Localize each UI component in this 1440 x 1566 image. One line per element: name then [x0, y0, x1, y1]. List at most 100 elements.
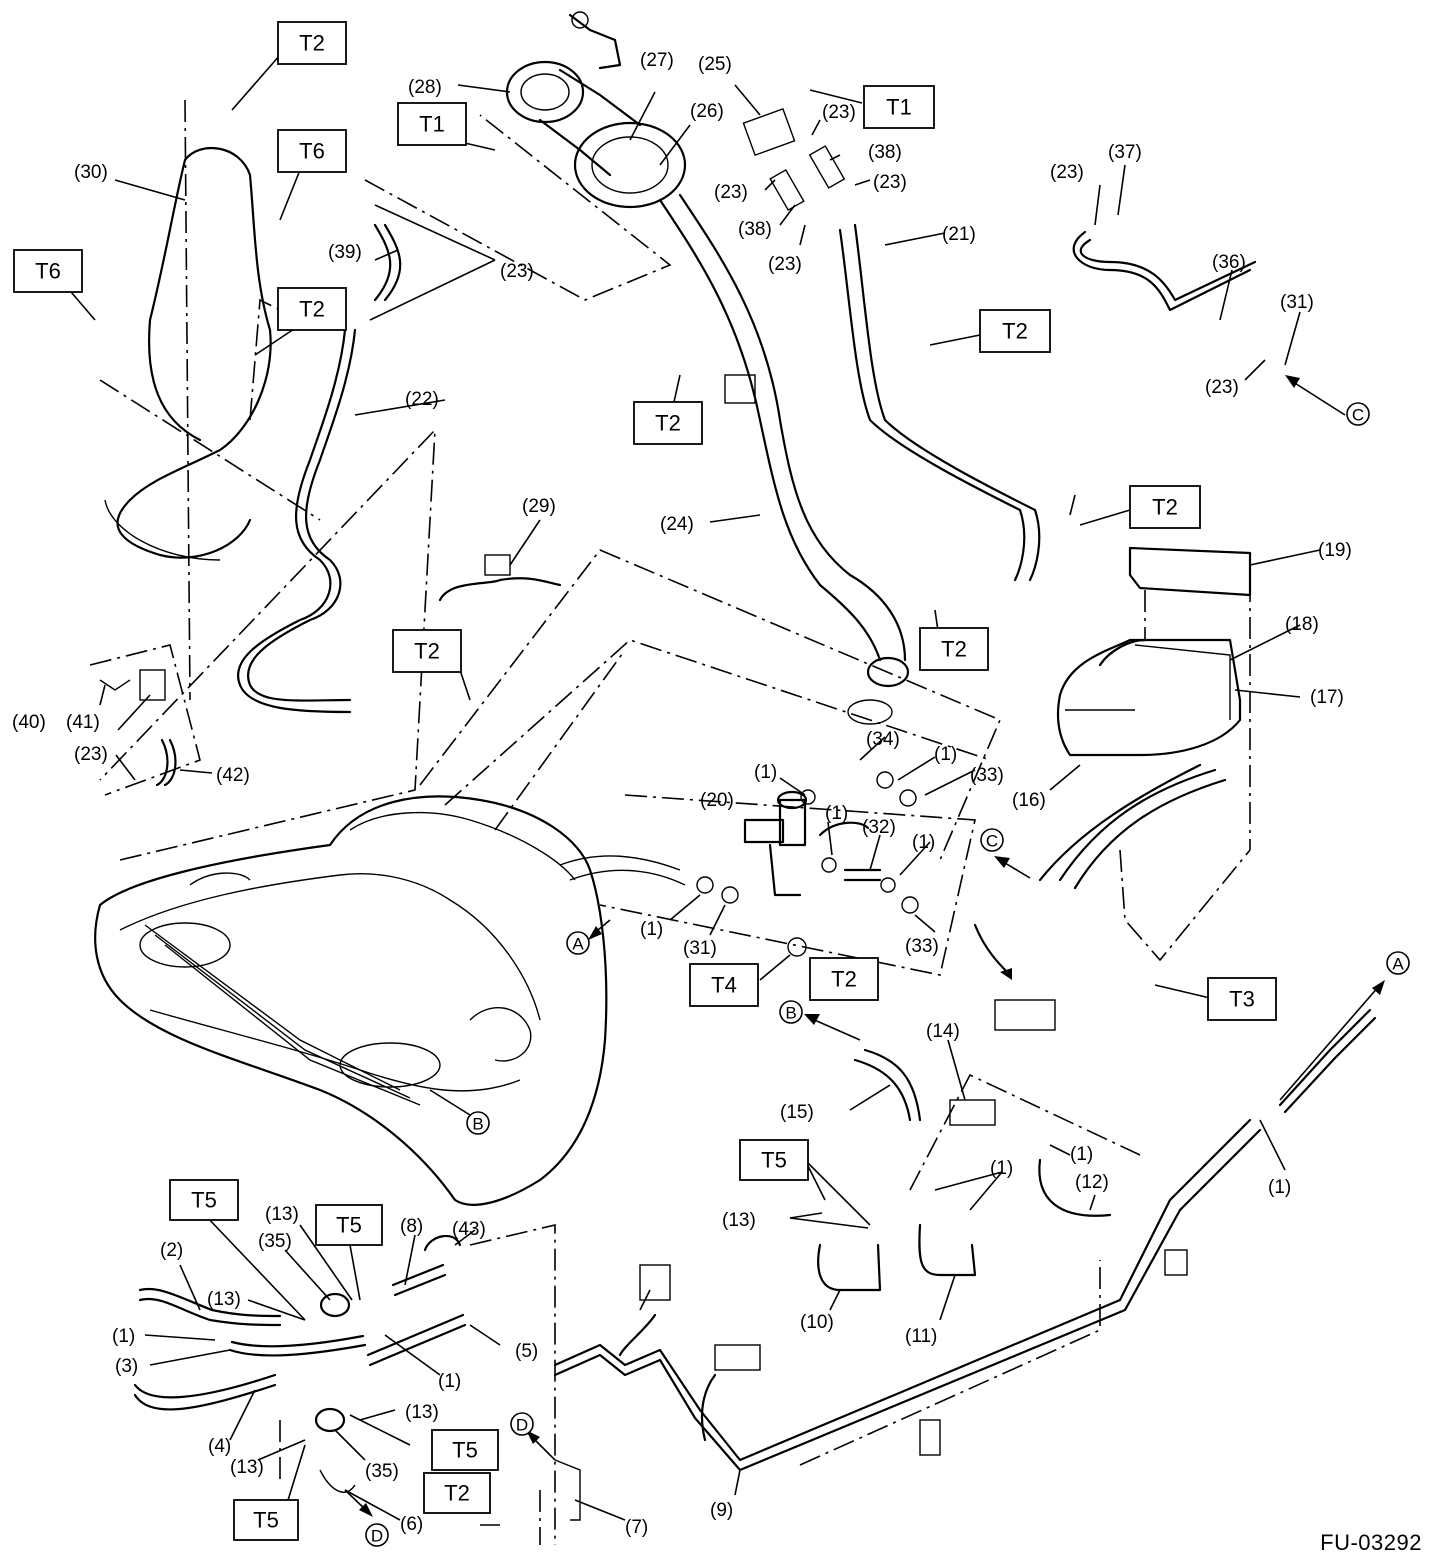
part-label: (28): [408, 77, 442, 98]
part-label: (26): [690, 101, 724, 122]
part-label: (1): [438, 1371, 461, 1392]
part-label: (16): [1012, 790, 1046, 811]
torque-callout-box: T5: [431, 1429, 499, 1471]
svg-text:T2: T2: [414, 639, 440, 664]
part-label: (39): [328, 242, 362, 263]
svg-text:T2: T2: [299, 297, 325, 322]
svg-text:A: A: [1392, 955, 1404, 974]
part-label: (13): [722, 1210, 756, 1231]
part-label: (37): [1108, 142, 1142, 163]
torque-callout-box: T2: [423, 1472, 491, 1514]
svg-text:T3: T3: [1229, 987, 1255, 1012]
svg-text:T2: T2: [299, 31, 325, 56]
part-label: (9): [710, 1500, 733, 1521]
svg-text:T2: T2: [831, 967, 857, 992]
part-label: (1): [112, 1326, 135, 1347]
svg-text:B: B: [785, 1004, 796, 1023]
part-label: (18): [1285, 614, 1319, 635]
part-label: (13): [207, 1289, 241, 1310]
connection-marker: C: [1346, 402, 1370, 426]
svg-text:B: B: [472, 1115, 483, 1134]
connection-marker: A: [1386, 951, 1410, 975]
part-label: (1): [912, 832, 935, 853]
svg-text:T6: T6: [35, 259, 61, 284]
svg-text:C: C: [986, 832, 998, 851]
part-label: (1): [934, 744, 957, 765]
svg-text:T5: T5: [452, 1438, 478, 1463]
torque-callout-box: T2: [277, 21, 347, 65]
svg-text:T5: T5: [253, 1508, 279, 1533]
part-label: (19): [1318, 540, 1352, 561]
torque-callout-box: T2: [919, 627, 989, 671]
torque-callout-box: T1: [397, 102, 467, 146]
torque-callout-box: T2: [979, 309, 1051, 353]
svg-text:T5: T5: [761, 1148, 787, 1173]
svg-text:T4: T4: [711, 973, 737, 998]
part-label: (22): [405, 389, 439, 410]
part-label: (1): [1070, 1144, 1093, 1165]
svg-text:D: D: [516, 1416, 528, 1435]
connection-marker: B: [466, 1111, 490, 1135]
part-label: (1): [990, 1158, 1013, 1179]
part-label: (33): [970, 765, 1004, 786]
torque-callout-box: T5: [233, 1499, 299, 1541]
part-label: (23): [822, 102, 856, 123]
torque-callout-box: T2: [809, 957, 879, 1001]
part-label: (33): [905, 936, 939, 957]
part-label: (2): [160, 1240, 183, 1261]
part-label: (23): [1205, 377, 1239, 398]
part-label: (23): [500, 261, 534, 282]
part-label: (36): [1212, 252, 1246, 273]
part-label: (23): [873, 172, 907, 193]
evap-lines: [742, 107, 1041, 582]
connection-marker: B: [779, 1000, 803, 1024]
part-label: (20): [700, 790, 734, 811]
torque-callout-box: T1: [863, 85, 935, 129]
canister: [1038, 546, 1252, 890]
torque-callout-box: T6: [277, 129, 347, 173]
part-label: (1): [825, 803, 848, 824]
part-label: (27): [640, 50, 674, 71]
part-label: (29): [522, 496, 556, 517]
svg-text:T2: T2: [655, 411, 681, 436]
connection-markers: C C A A B B D D: [365, 402, 1410, 1547]
part-label: (31): [683, 938, 717, 959]
part-label: (8): [400, 1216, 423, 1237]
torque-callout-box: T5: [315, 1204, 383, 1246]
svg-text:D: D: [371, 1527, 383, 1546]
svg-text:T2: T2: [1152, 495, 1178, 520]
torque-callout-box: T3: [1207, 977, 1277, 1021]
part-label: (5): [515, 1341, 538, 1362]
part-label: (23): [768, 254, 802, 275]
svg-text:T5: T5: [191, 1188, 217, 1213]
connection-marker: A: [566, 931, 590, 955]
part-label: (1): [754, 762, 777, 783]
torque-callout-box: T2: [392, 629, 462, 673]
part-label: (11): [905, 1326, 937, 1347]
svg-text:A: A: [572, 935, 584, 954]
part-label: (1): [1268, 1177, 1291, 1198]
svg-text:C: C: [1352, 406, 1364, 425]
torque-callout-box: T5: [169, 1179, 239, 1221]
part-number-labels: (30) (39) (23) (22) (28) (27) (26) (25) …: [12, 50, 1352, 1538]
part-label: (35): [258, 1231, 292, 1252]
connection-marker: D: [365, 1523, 389, 1547]
part-label: (17): [1310, 687, 1344, 708]
part-label: (13): [230, 1457, 264, 1478]
figure-id: FU-03292: [1320, 1530, 1422, 1555]
part-label: (3): [115, 1356, 138, 1377]
torque-callout-box: T2: [633, 401, 703, 445]
part-label: (31): [1280, 292, 1314, 313]
part-label: (24): [660, 514, 694, 535]
torque-callout-box: T6: [13, 249, 83, 293]
part-label: (32): [862, 817, 896, 838]
small-hoses: [99, 223, 1257, 787]
part-label: (41): [66, 712, 100, 733]
filler-pipe: [505, 11, 910, 725]
assembly-chain-lines: [89, 99, 1251, 1545]
part-label: (4): [208, 1436, 231, 1457]
part-label: (13): [265, 1204, 299, 1225]
torque-callout-box: T2: [1129, 485, 1201, 529]
label-leader-lines: [64, 54, 1321, 1526]
